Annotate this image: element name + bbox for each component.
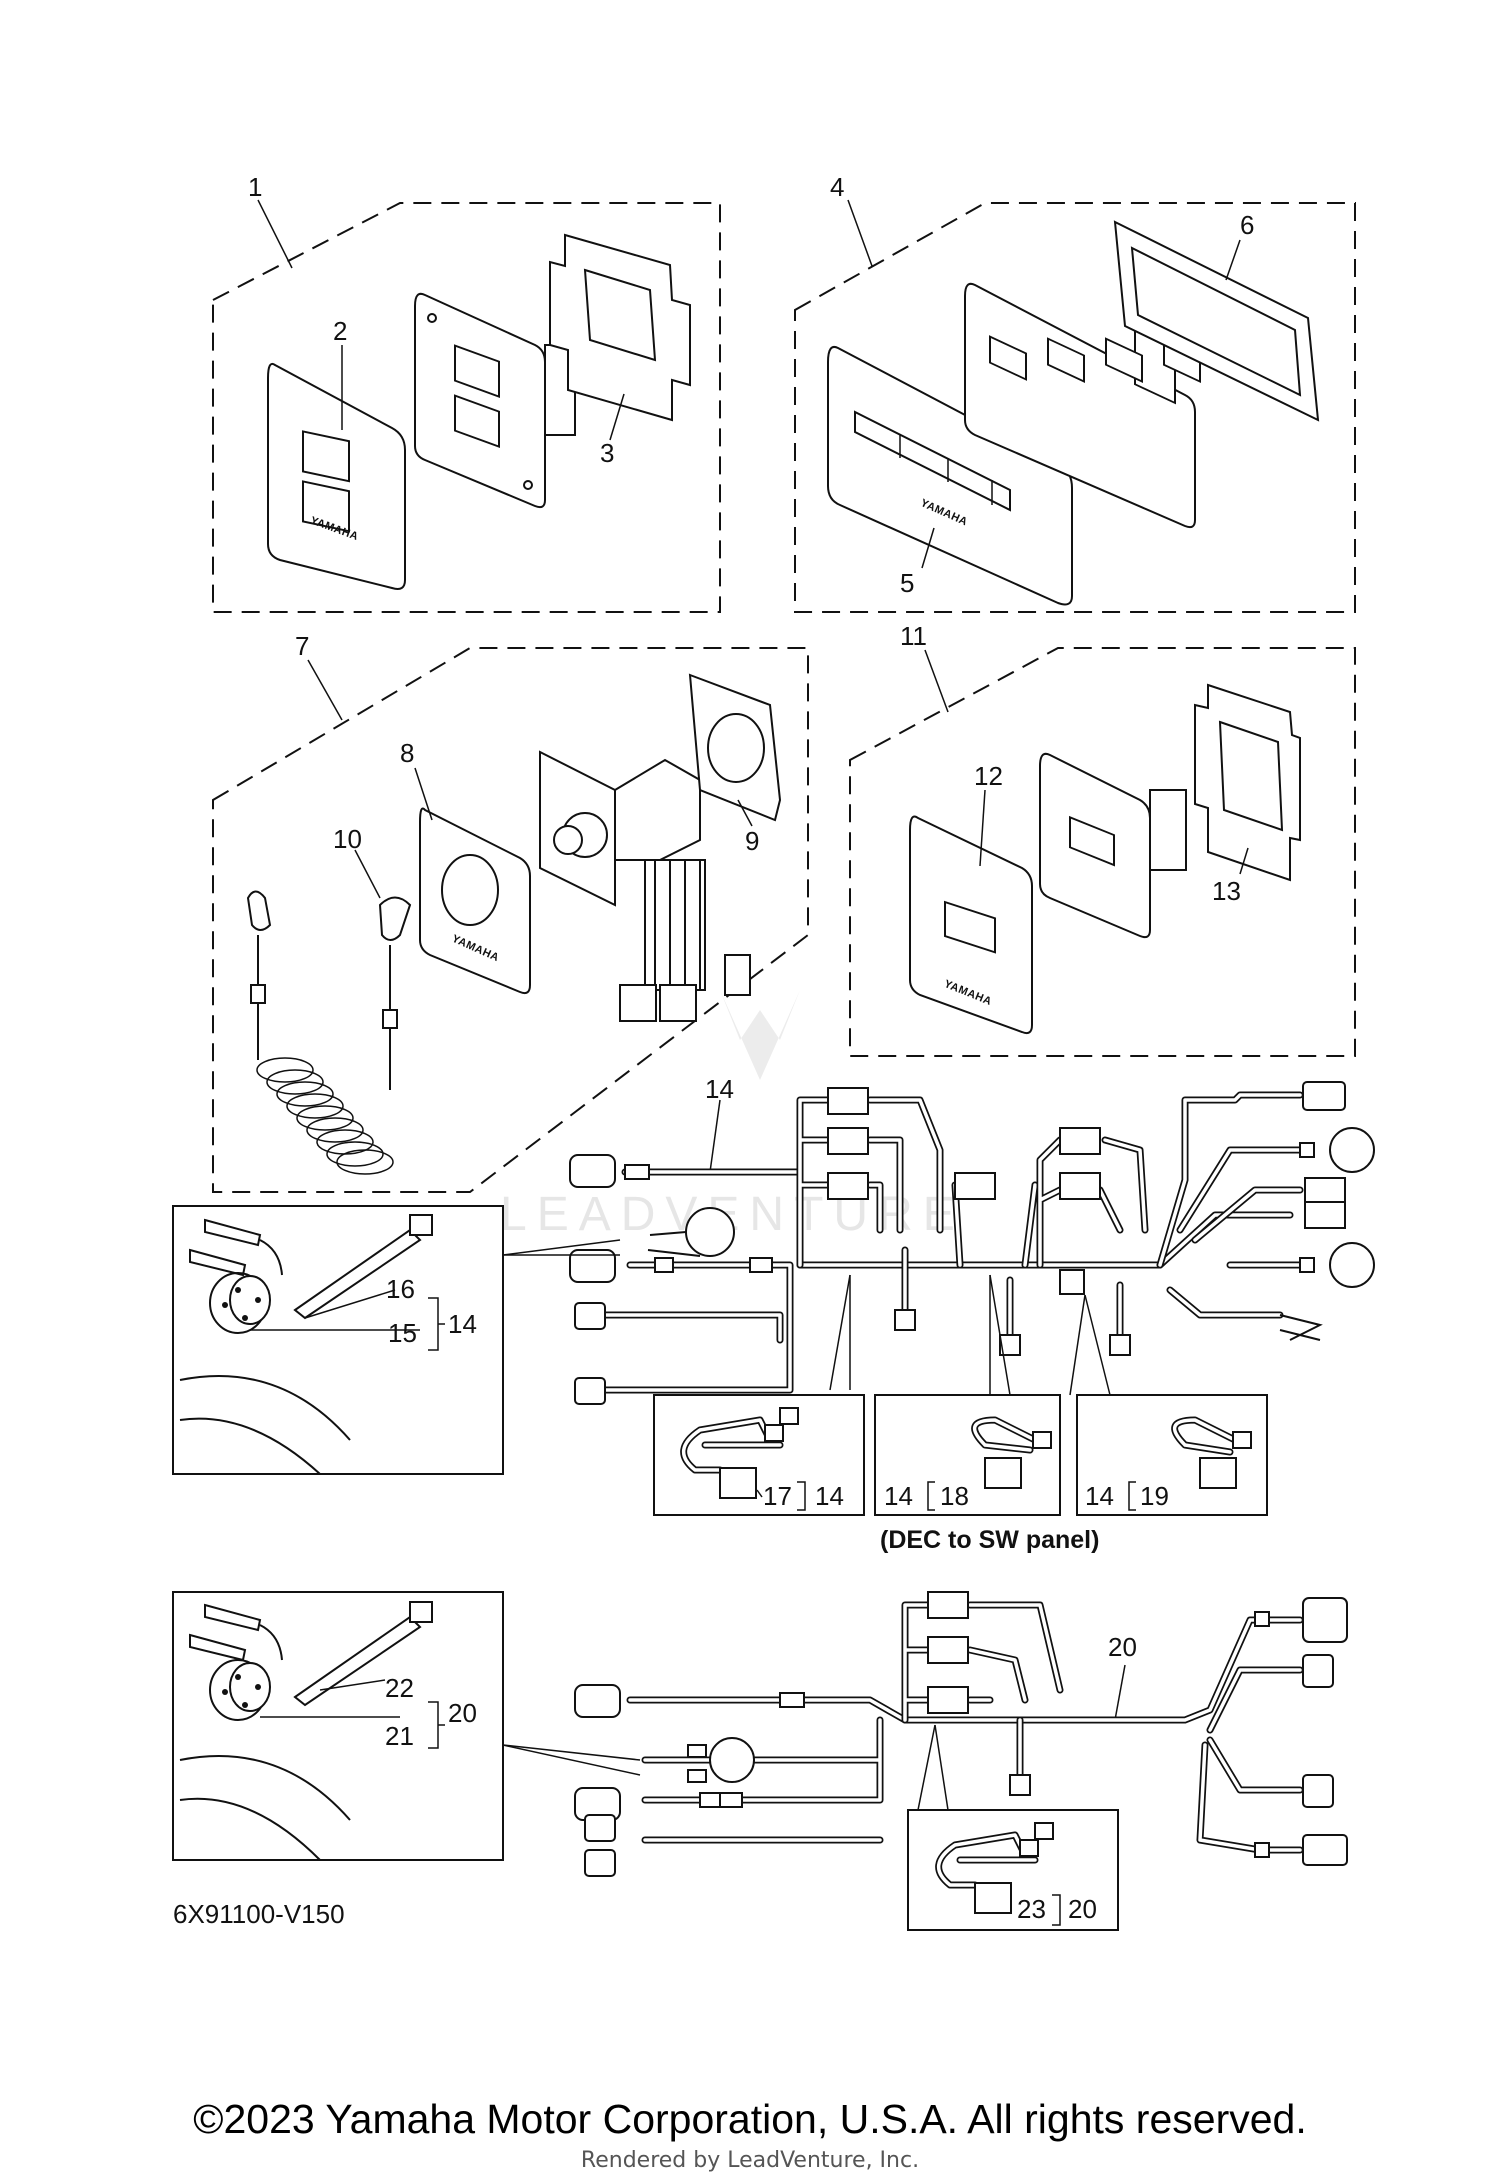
sub-kit-23: 23 20 [907,1809,1119,1931]
sub-kit-17: 17 14 [653,1394,865,1516]
label-8: 8 [400,738,414,768]
label-14-kit18: 14 [884,1481,913,1511]
label-6: 6 [1240,210,1254,240]
label-7: 7 [295,631,309,661]
inset-sensor-14: 16 15 14 [172,1205,504,1475]
group-1-switch-panel: 1 YAMAHA 2 3 [212,172,721,613]
group-7-ignition: 7 YAMAHA 8 9 [212,631,809,1193]
harness-14: 14 [502,1074,1375,1405]
label-2: 2 [333,316,347,346]
part-9-gasket: 9 [688,673,782,856]
group-11-single-panel: 11 YAMAHA 12 13 [849,621,1356,1057]
label-4: 4 [830,172,844,202]
sub-kit-18: 14 18 [874,1394,1061,1516]
label-11: 11 [900,621,927,651]
label-14-kit17: 14 [815,1481,844,1511]
label-15: 15 [388,1318,417,1348]
rendered-by-notice: Rendered by LeadVenture, Inc. [580,2148,920,2173]
label-20-inset: 20 [448,1698,477,1728]
part-12-cover: YAMAHA 12 [909,761,1033,1035]
label-14-kit19: 14 [1085,1481,1114,1511]
label-5: 5 [900,568,914,598]
part-10-lanyard: 10 [246,824,412,1175]
copyright-notice: ©2023 Yamaha Motor Corporation, U.S.A. A… [193,2096,1307,2142]
caption-dec-to-sw-panel: (DEC to SW panel) [880,1526,1099,1554]
inset-sensor-20: 22 21 20 [172,1591,504,1861]
label-20: 20 [1108,1632,1137,1662]
diagram-code: 6X91100-V150 [173,1899,345,1929]
label-12: 12 [974,761,1003,791]
coil-cord [256,1057,394,1175]
label-14-inset: 14 [448,1309,477,1339]
part-8-cover: YAMAHA 8 [400,738,531,995]
label-16: 16 [386,1274,415,1304]
label-3: 3 [600,438,614,468]
label-20-kit23: 20 [1068,1894,1097,1924]
part-13-gasket: 13 [1194,683,1301,906]
label-23: 23 [1017,1894,1046,1924]
label-22: 22 [385,1673,414,1703]
group-4-quad-panel: 4 YAMAHA 5 6 [794,172,1356,613]
ignition-switch-body [539,750,751,1022]
watermark: LEADVENTURE [500,990,955,1241]
label-10: 10 [333,824,362,854]
label-13: 13 [1212,876,1241,906]
single-base [1039,752,1187,939]
label-14: 14 [705,1074,734,1104]
label-17: 17 [763,1481,792,1511]
switch-base [414,292,576,509]
label-9: 9 [745,826,759,856]
sub-kit-19: 14 19 [1076,1394,1268,1516]
part-3-gasket: 3 [549,233,691,468]
label-21: 21 [385,1721,414,1751]
label-1: 1 [248,172,262,202]
part-2-cover: YAMAHA 2 [267,316,406,590]
part-5-cover: YAMAHA 5 [827,346,1073,606]
label-18: 18 [940,1481,969,1511]
part-6-gasket: 6 [1113,210,1320,422]
label-19: 19 [1140,1481,1169,1511]
harness-20: 20 [502,1591,1348,1877]
